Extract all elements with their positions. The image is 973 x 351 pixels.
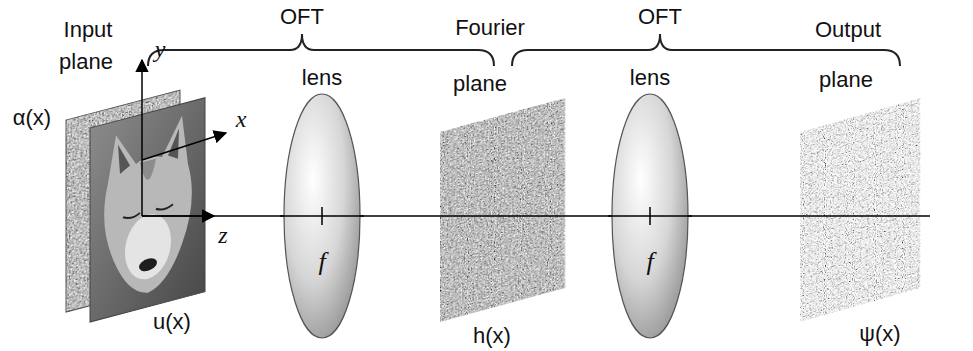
section-label: OFT (280, 5, 324, 28)
wolf-muzzle (125, 209, 171, 285)
lens-center-tick (321, 207, 323, 225)
wolf-eye (123, 213, 140, 220)
output-plane (800, 98, 920, 322)
x-axis-arrow (142, 133, 226, 160)
function-label: h(x) (473, 324, 511, 347)
plane-label: plane (59, 50, 113, 73)
wolf-ear (168, 129, 179, 162)
filter-noise (440, 98, 565, 322)
wolf-nose (139, 256, 157, 273)
plane-label: Fourier (455, 16, 525, 39)
lens-node: lens f (280, 66, 364, 342)
plane-label: plane (453, 72, 507, 95)
axis-label: z (218, 223, 227, 248)
function-label: α(x) (13, 106, 51, 129)
plane-border (90, 98, 205, 322)
image-ground (90, 98, 205, 322)
lens-name: lens (608, 66, 692, 90)
wolf-head (104, 113, 192, 304)
axis-label: x (236, 107, 247, 132)
z-axis-arrow (142, 215, 214, 217)
fourier-plane (440, 98, 565, 322)
focal-length-label: f (280, 248, 364, 276)
plane-label: Output (815, 18, 881, 41)
lens-shape (280, 90, 364, 342)
wolf-ear (118, 141, 130, 174)
speckle-noise (800, 98, 920, 322)
lens-node: lens f (608, 66, 692, 342)
lens-name: lens (280, 66, 364, 90)
input-image (90, 98, 205, 322)
curly-bracket (148, 34, 494, 66)
axis-label: y (155, 37, 166, 62)
function-label: u(x) (153, 310, 191, 333)
focal-length-label: f (608, 248, 692, 276)
plane-label: Input (64, 18, 113, 41)
optical-axis (142, 215, 930, 217)
section-label: OFT (638, 5, 682, 28)
plane-label: plane (819, 68, 873, 91)
lens-shape (608, 90, 692, 342)
lens-center-tick (649, 207, 651, 225)
y-axis-arrow (141, 60, 143, 216)
function-label: ψ(x) (859, 322, 900, 345)
wolf-eye (156, 204, 173, 211)
